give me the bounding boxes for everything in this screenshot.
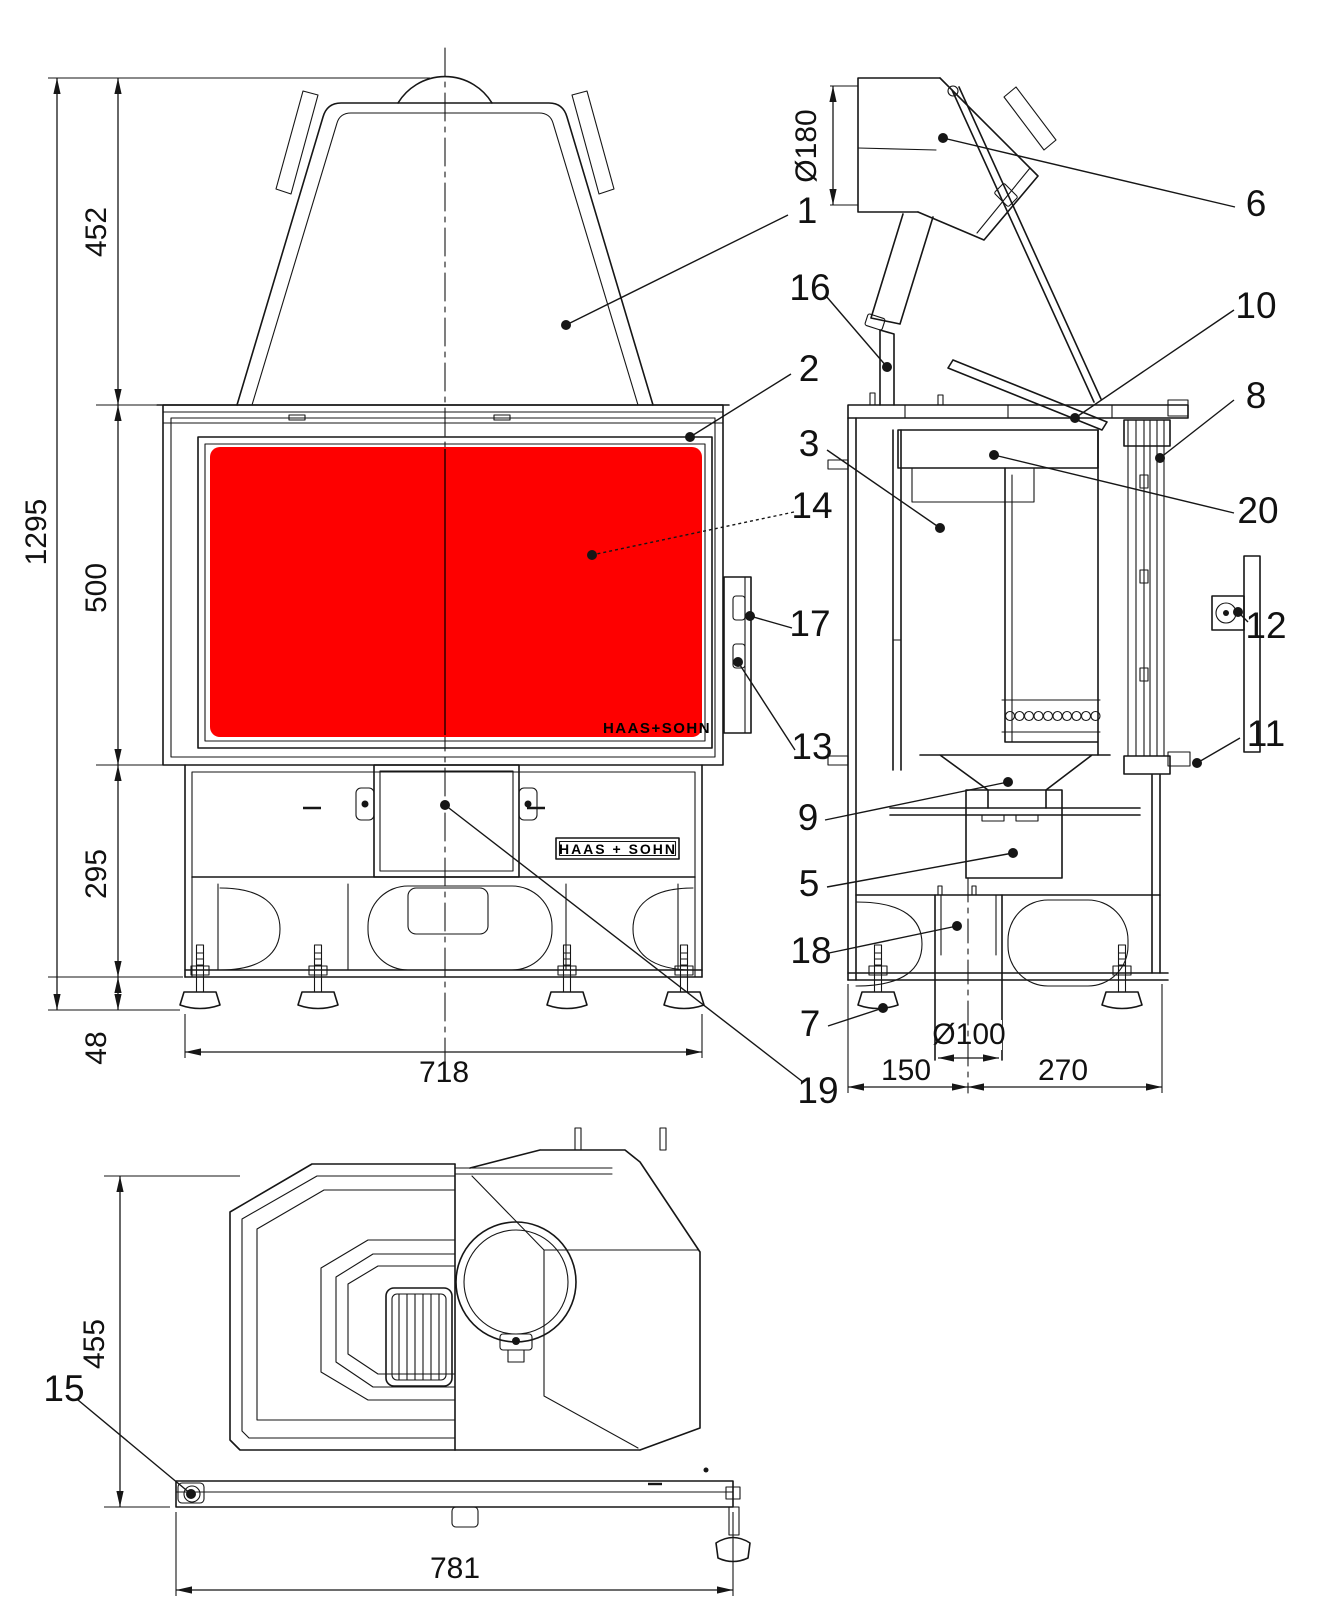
dim-feet-height: 48 xyxy=(80,1031,113,1064)
callout-10: 10 xyxy=(1070,285,1277,423)
glass-pane-red xyxy=(210,447,702,737)
grate-funnel xyxy=(919,754,1111,809)
callout-label-19: 19 xyxy=(797,1070,838,1111)
side-view xyxy=(827,77,1261,1061)
base-oval-right xyxy=(632,887,694,971)
callout-label-6: 6 xyxy=(1246,183,1267,224)
callout-17: 17 xyxy=(745,603,831,644)
callout-label-20: 20 xyxy=(1237,490,1278,531)
ash-pan xyxy=(965,789,1063,879)
hood xyxy=(236,75,654,406)
callout-8: 8 xyxy=(1155,375,1266,463)
callout-7: 7 xyxy=(800,1003,888,1044)
top-dimensions: 455 781 xyxy=(78,1175,734,1596)
callout-label-17: 17 xyxy=(789,603,830,644)
dim-front-offset: 270 xyxy=(1038,1054,1088,1087)
callout-1: 1 xyxy=(561,190,817,330)
flue-collar-arc xyxy=(397,75,493,104)
plan-foot xyxy=(715,1506,751,1563)
callout-6: 6 xyxy=(938,133,1266,224)
callout-label-8: 8 xyxy=(1246,375,1267,416)
callout-3: 3 xyxy=(799,423,945,533)
flue-pipe xyxy=(857,77,1039,406)
flue-duct-plan xyxy=(455,1221,577,1343)
callouts: 1 16 2 3 14 17 13 9 xyxy=(43,133,1287,1499)
glass-logo: HAAS+SOHN xyxy=(603,720,711,737)
callout-9: 9 xyxy=(798,777,1013,838)
door-glass: HAAS+SOHN xyxy=(210,447,711,737)
heat-shield xyxy=(947,85,1102,403)
dim-flue-diameter: Ø180 xyxy=(790,109,823,182)
dim-rear-offset: 150 xyxy=(881,1054,931,1087)
front-view: HAAS+SOHN HAAS + SOHN xyxy=(156,47,752,1069)
callout-label-12: 12 xyxy=(1245,605,1286,646)
ash-box-front xyxy=(373,764,520,878)
callout-2: 2 xyxy=(685,348,819,442)
plan-base-plate xyxy=(175,1467,751,1563)
side-dimensions: Ø180 Ø100 150 270 xyxy=(790,85,1163,1094)
callout-label-13: 13 xyxy=(791,726,832,767)
brand-plate: HAAS + SOHN xyxy=(555,837,680,860)
callout-20: 20 xyxy=(989,450,1279,531)
callout-label-16: 16 xyxy=(789,267,830,308)
door-hinge-plan xyxy=(177,1482,205,1504)
dim-total-height: 1295 xyxy=(20,499,53,566)
callout-13: 13 xyxy=(733,657,833,767)
callout-label-3: 3 xyxy=(799,423,820,464)
plan-right-half xyxy=(454,1127,701,1451)
callout-5: 5 xyxy=(799,848,1018,904)
callout-label-18: 18 xyxy=(790,930,831,971)
callout-11: 11 xyxy=(1192,713,1285,768)
top-view xyxy=(175,1127,751,1563)
front-dimensions: 1295 452 500 295 48 718 xyxy=(20,77,703,1089)
callout-19: 19 xyxy=(440,800,839,1111)
air-holes xyxy=(1004,710,1101,722)
brand-plate-text: HAAS + SOHN xyxy=(559,841,677,857)
callout-15: 15 xyxy=(43,1368,196,1499)
door-handle-front xyxy=(723,576,752,734)
callout-12: 12 xyxy=(1233,605,1287,646)
callout-16: 16 xyxy=(789,267,892,372)
dim-front-width: 718 xyxy=(419,1056,469,1089)
callout-label-9: 9 xyxy=(798,797,819,838)
callout-label-2: 2 xyxy=(799,348,820,389)
base-front: HAAS + SOHN xyxy=(179,764,705,1010)
callout-label-5: 5 xyxy=(799,863,820,904)
callout-label-7: 7 xyxy=(800,1003,821,1044)
callout-label-10: 10 xyxy=(1235,285,1276,326)
hood-flap-left xyxy=(275,90,319,195)
convection-grille xyxy=(385,1287,453,1387)
hood-flap-right xyxy=(571,90,615,195)
base-oval-left xyxy=(219,887,281,971)
base-oval-center xyxy=(367,885,553,971)
door-side xyxy=(1123,399,1191,775)
door-frame xyxy=(156,404,730,766)
callout-label-11: 11 xyxy=(1247,713,1285,754)
callout-label-1: 1 xyxy=(797,190,818,231)
dim-door-height: 500 xyxy=(80,563,113,613)
plan-left-half xyxy=(229,1163,456,1451)
firebox-back-panel xyxy=(1004,429,1099,756)
callout-18: 18 xyxy=(790,921,962,971)
damper-rod xyxy=(947,359,1108,431)
dim-hood-height: 452 xyxy=(80,207,113,257)
dim-outlet-diameter: Ø100 xyxy=(932,1018,1005,1051)
base-side xyxy=(847,885,1169,1061)
dim-plan-depth: 455 xyxy=(78,1319,111,1369)
side-body xyxy=(827,359,1261,1061)
dim-plan-width: 781 xyxy=(430,1552,480,1585)
callout-14: 14 xyxy=(587,485,833,560)
callout-label-14: 14 xyxy=(791,485,832,526)
callout-label-15: 15 xyxy=(43,1368,84,1409)
dim-base-height: 295 xyxy=(80,849,113,899)
flue-connector-panel xyxy=(879,329,895,406)
door-handle-side xyxy=(1211,555,1261,753)
